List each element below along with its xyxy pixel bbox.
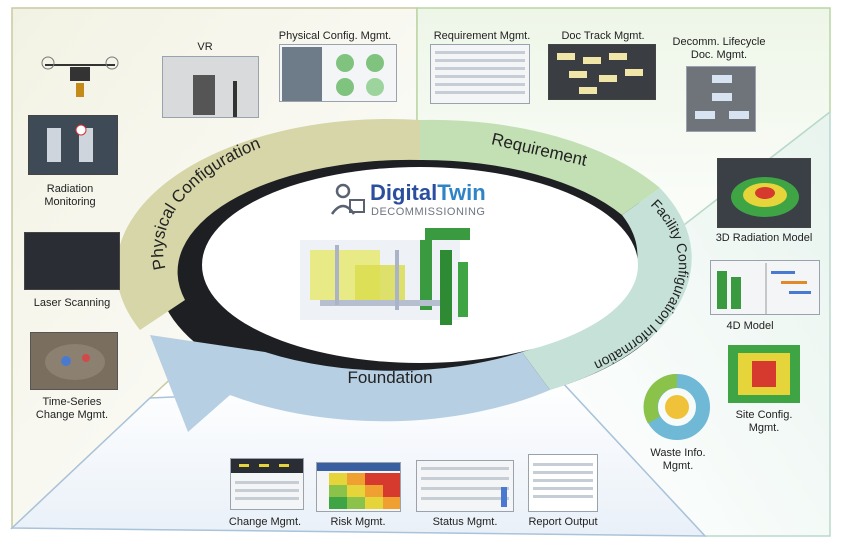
foundation-segment [150, 335, 550, 432]
risk-mgmt-image [316, 462, 401, 512]
drone-image [40, 55, 120, 103]
status-mgmt-label: Status Mgmt. [432, 516, 498, 528]
4d-model-image [710, 260, 820, 315]
requirement-mgmt-label: Requirement Mgmt. [433, 30, 531, 42]
decomm-lifecycle-image [686, 66, 756, 132]
3d-radiation-model-image [717, 158, 811, 228]
laser-scanning-image [24, 232, 120, 290]
logo-person-icon [330, 182, 366, 216]
3d-radiation-model-label: 3D Radiation Model [715, 232, 813, 244]
requirement-segment [420, 119, 660, 215]
digital-twin-logo: DigitalTwin DECOMMISSIONING [330, 180, 500, 222]
laser-scanning-label: Laser Scanning [33, 297, 111, 309]
requirement-mgmt-image [430, 44, 530, 104]
site-config-label: Site Config.Mgmt. [735, 409, 793, 434]
doc-track-mgmt-label: Doc Track Mgmt. [561, 30, 645, 42]
4d-model-label: 4D Model [726, 320, 774, 332]
change-mgmt-label: Change Mgmt. [228, 516, 302, 528]
time-series-image [30, 332, 118, 390]
facility-segment [522, 188, 692, 390]
report-output-image [528, 454, 598, 512]
radiation-monitoring-image [28, 115, 118, 175]
doc-track-mgmt-image [548, 44, 656, 100]
status-mgmt-image [416, 460, 514, 512]
change-mgmt-image [230, 458, 304, 510]
waste-info-donut [642, 372, 712, 442]
physical-config-mgmt-image [279, 44, 397, 102]
vr-label: VR [197, 41, 213, 53]
plant-model-graphic [300, 228, 470, 325]
risk-mgmt-label: Risk Mgmt. [330, 516, 386, 528]
foundation-label: Foundation [347, 368, 432, 387]
vr-image [162, 56, 259, 118]
report-output-label: Report Output [528, 516, 598, 528]
waste-info-label: Waste Info.Mgmt. [650, 447, 706, 472]
logo-twin-word: Twin [437, 180, 486, 205]
physical-config-mgmt-label: Physical Config. Mgmt. [278, 30, 392, 42]
logo-subtitle: DECOMMISSIONING [371, 206, 486, 218]
physical-segment [116, 118, 420, 330]
logo-digital-word: Digital [370, 180, 438, 205]
site-config-image [728, 345, 800, 403]
